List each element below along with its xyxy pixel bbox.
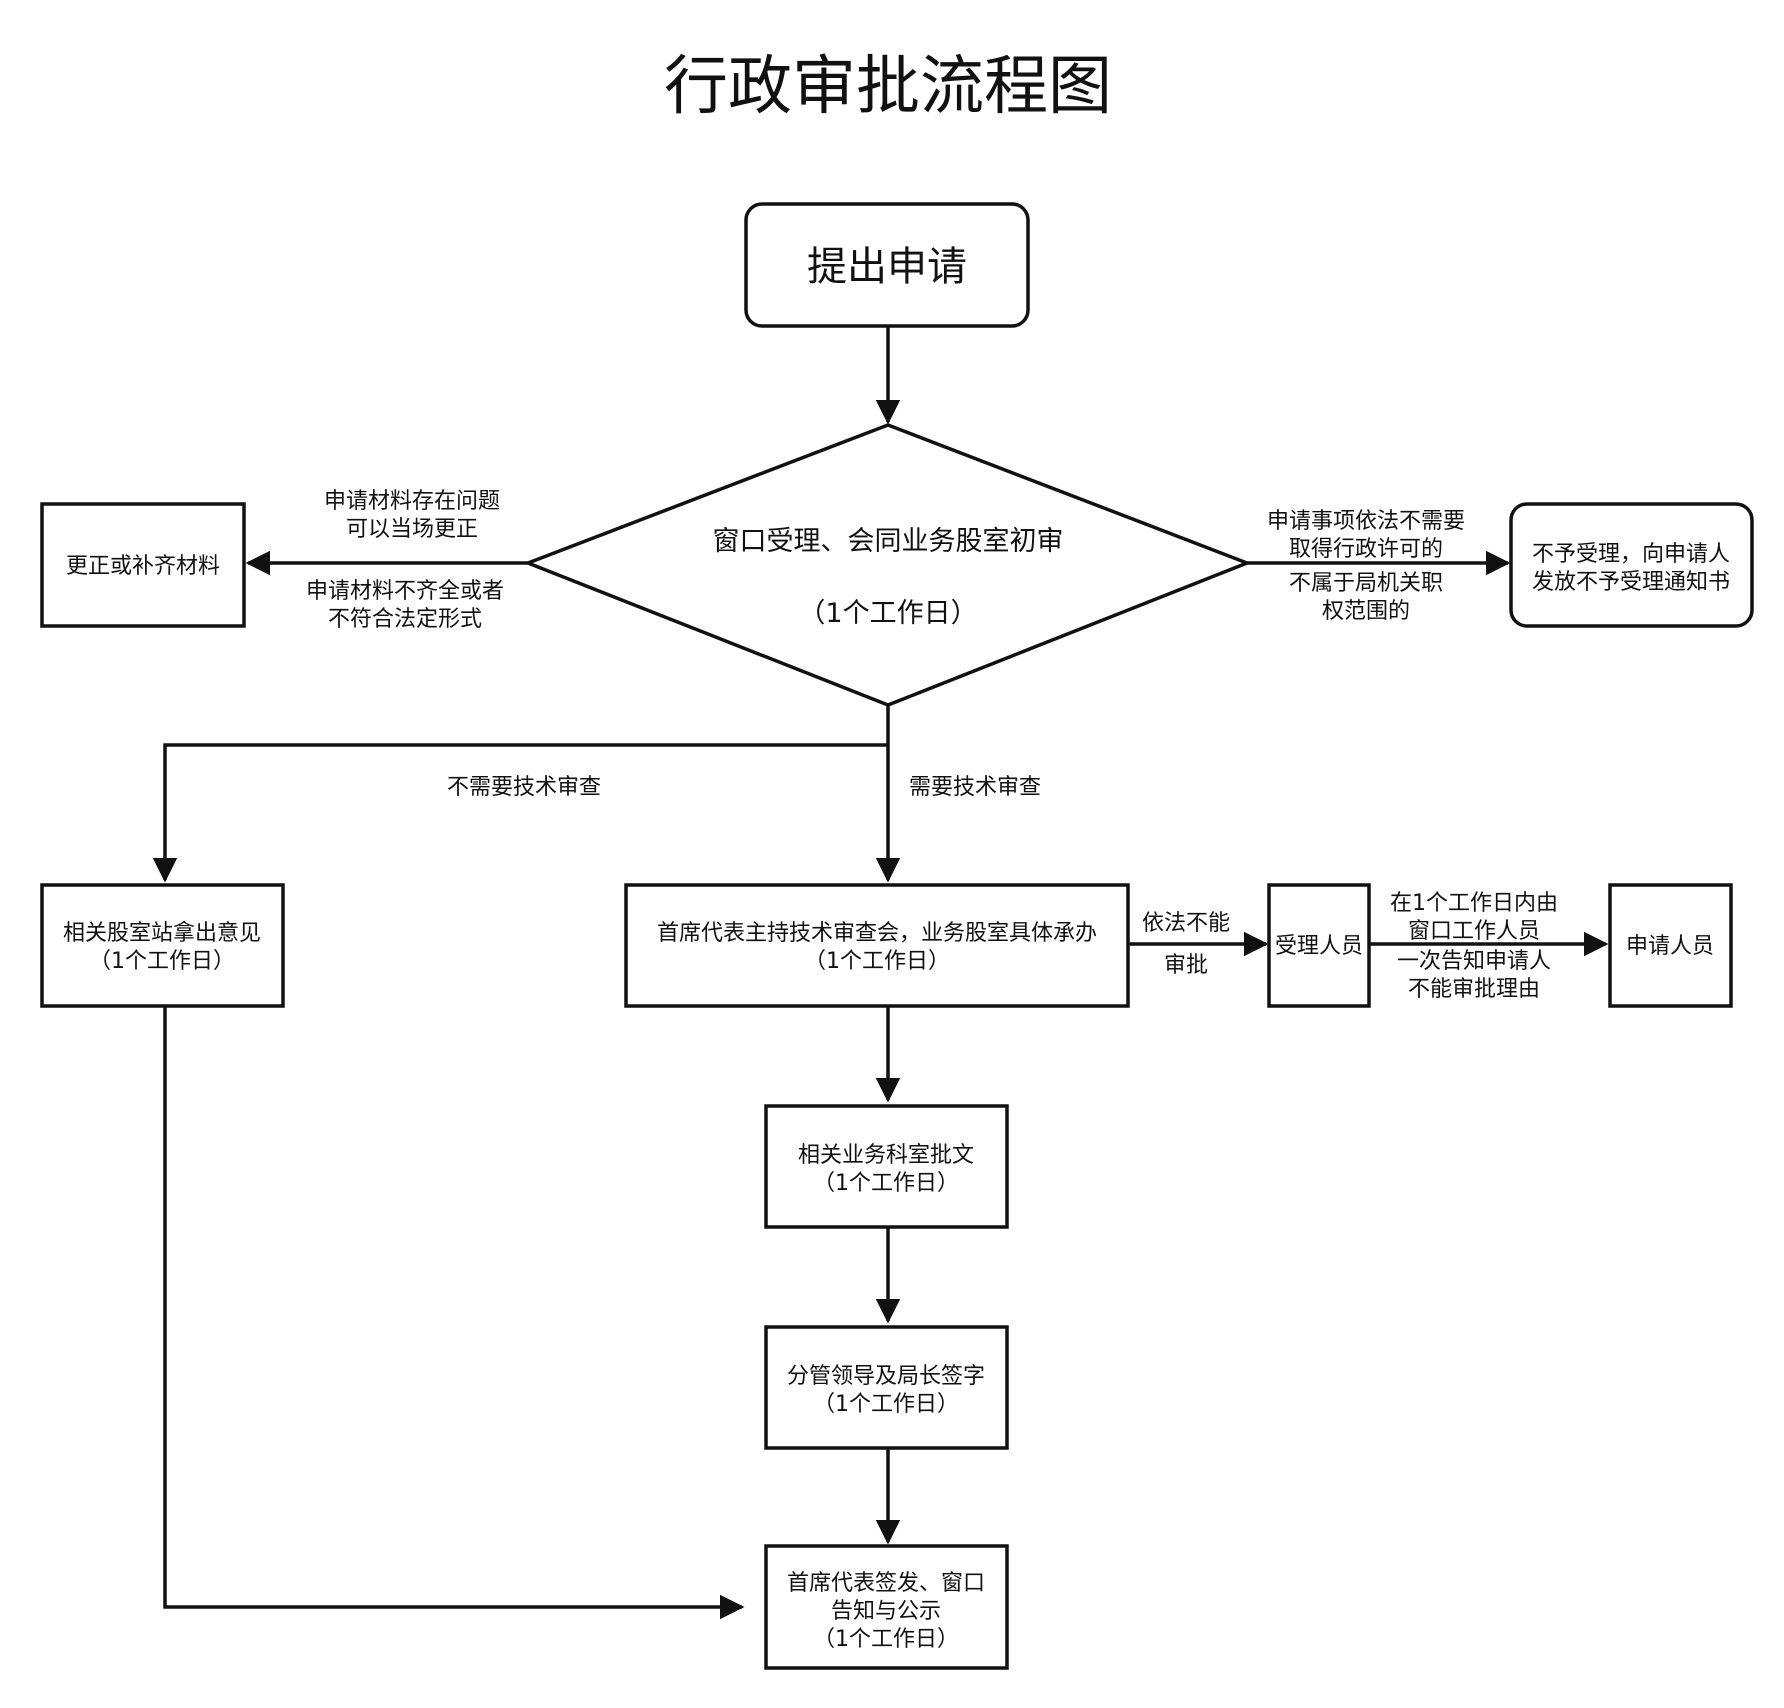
edge-review-to-opinion [152,743,888,883]
node-applicant: 申请人员 [1608,883,1733,1008]
edge-label-cannot-approve: 依法不能 审批 [1142,911,1230,978]
node-approve-doc: 相关业务科室批文 （1个工作日） [764,1104,1009,1229]
node-sign: 分管领导及局长签字 （1个工作日） [764,1325,1009,1450]
node-tech-review-line1: 首席代表主持技术审查会，业务股室具体承办 [657,921,1097,946]
node-issue-line3: （1个工作日） [813,1627,959,1652]
edge-label-line: 依法不能 [1142,911,1230,936]
edge-label-need-tech: 需要技术审查 [909,775,1041,800]
node-correct: 更正或补齐材料 [40,502,246,628]
node-acceptor: 受理人员 [1267,883,1371,1008]
node-tech-review: 首席代表主持技术审查会，业务股室具体承办 （1个工作日） [624,883,1130,1008]
edge-label-reject: 申请事项依法不需要 取得行政许可的 不属于局机关职 权范围的 [1267,509,1465,624]
edges [152,326,1609,1620]
node-issue: 首席代表签发、窗口 告知与公示 （1个工作日） [764,1544,1009,1670]
node-issue-line1: 首席代表签发、窗口 [787,1571,985,1596]
node-issue-line2: 告知与公示 [831,1599,941,1624]
edge-opinion-to-issue [163,1006,745,1620]
edge-label-line: 申请事项依法不需要 [1267,509,1465,534]
node-opinion-line2: （1个工作日） [89,949,235,974]
node-sign-line2: （1个工作日） [813,1392,959,1417]
edge-label-correct-top: 申请材料存在问题 可以当场更正 [324,489,500,542]
node-opinion: 相关股室站拿出意见 （1个工作日） [40,883,285,1008]
node-review-line2: （1个工作日） [798,598,977,629]
node-tech-review-line2: （1个工作日） [804,949,950,974]
edge-label-line: 取得行政许可的 [1289,537,1443,562]
page-title: 行政审批流程图 [664,50,1112,124]
edge-label-correct-bottom: 申请材料不齐全或者 不符合法定形式 [306,579,504,632]
edge-label-no-tech: 不需要技术审查 [447,775,601,800]
node-start-label: 提出申请 [807,244,967,290]
node-reject: 不予受理，向申请人 发放不予受理通知书 [1509,502,1754,628]
edge-label-line: 审批 [1164,953,1208,978]
edge-label-line: 申请材料存在问题 [324,489,500,514]
node-reject-line2: 发放不予受理通知书 [1532,570,1730,595]
edge-label-line: 权范围的 [1322,599,1410,624]
edge-label-line: 在1个工作日内由 [1390,891,1558,916]
node-review-line1: 窗口受理、会同业务股室初审 [713,526,1064,557]
node-applicant-label: 申请人员 [1626,934,1714,959]
node-review: 窗口受理、会同业务股室初审 （1个工作日） [523,423,1252,707]
node-approve-doc-line2: （1个工作日） [813,1171,959,1196]
node-acceptor-label: 受理人员 [1275,934,1363,959]
edge-label-line: 可以当场更正 [346,517,478,542]
node-approve-doc-line1: 相关业务科室批文 [798,1143,974,1168]
edge-label-line: 不能审批理由 [1408,977,1540,1002]
node-correct-label: 更正或补齐材料 [66,554,220,579]
node-start: 提出申请 [744,202,1030,328]
node-sign-line1: 分管领导及局长签字 [787,1364,985,1389]
node-reject-line1: 不予受理，向申请人 [1532,542,1730,567]
edge-label-line: 申请材料不齐全或者 [306,579,504,604]
edge-label-line: 一次告知申请人 [1397,949,1551,974]
node-opinion-line1: 相关股室站拿出意见 [63,920,261,946]
edge-label-line: 不属于局机关职 [1289,571,1443,596]
edge-label-notify: 在1个工作日内由 窗口工作人员 一次告知申请人 不能审批理由 [1390,891,1558,1002]
edge-label-line: 窗口工作人员 [1408,919,1540,944]
edge-label-line: 不符合法定形式 [328,607,482,632]
